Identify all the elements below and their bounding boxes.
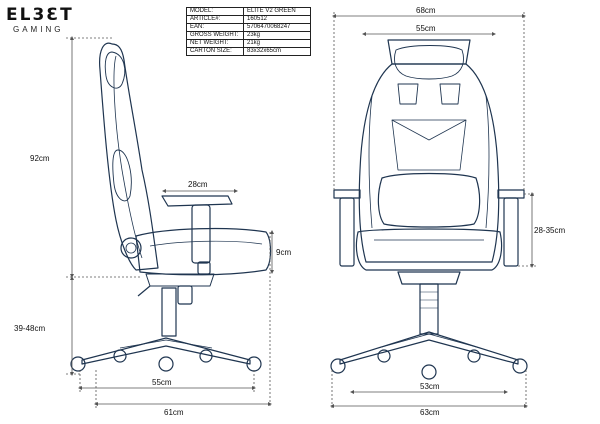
spec-value: 83x32x65cm [243, 47, 311, 56]
dim-cushion-height: 9cm [276, 248, 292, 257]
spec-row-carton-size: CARTON SIZE:83x32x65cm [186, 47, 311, 56]
front-harness-slot [397, 83, 419, 105]
dim-base-depth: 55cm [152, 378, 172, 387]
front-caster [421, 364, 437, 380]
dim-seat-height: 39-48cm [14, 324, 46, 333]
dim-base-width: 63cm [420, 408, 440, 417]
front-view-chair [330, 39, 528, 380]
side-headrest-pillow [104, 51, 126, 89]
side-recline-knob [120, 237, 142, 259]
dim-armrest-height: 28-35cm [534, 226, 566, 235]
side-caster [113, 349, 127, 363]
dim-front-total-width: 68cm [416, 6, 436, 15]
side-lumbar-cushion [112, 149, 132, 202]
brand-logo: EL3ƐT [6, 5, 74, 25]
side-tilt-mechanism [145, 273, 215, 287]
side-gas-lift [161, 287, 177, 337]
side-dimension-lines [66, 36, 274, 408]
front-backrest [358, 63, 500, 263]
brand-subtitle: GAMING [13, 25, 64, 34]
side-view-chair [70, 42, 272, 372]
side-caster [158, 356, 174, 372]
side-armrest-pad [161, 195, 233, 207]
front-armrest-pad-right [497, 189, 525, 199]
front-seat [355, 228, 503, 271]
front-caster [330, 358, 346, 374]
front-lumbar-cushion [377, 172, 481, 228]
front-caster [467, 349, 481, 363]
side-backrest-inner [113, 55, 143, 259]
side-caster [199, 349, 213, 363]
front-gas-lift [419, 283, 439, 335]
dim-total-depth: 61cm [164, 408, 184, 417]
front-armrest-post-right [503, 197, 519, 267]
spec-table: MODEL:ELITE V2 GREEN ARTICLE#:160512 EAN… [186, 7, 311, 56]
front-caster [377, 349, 391, 363]
front-harness-slot [439, 83, 461, 105]
side-armrest-post [191, 204, 211, 264]
front-armrest-post-left [339, 197, 355, 267]
dim-back-width: 55cm [416, 24, 436, 33]
front-backrest-top [387, 39, 471, 65]
side-base [81, 337, 251, 365]
dim-side-height: 92cm [30, 154, 50, 163]
dim-seat-depth: 28cm [188, 180, 208, 189]
front-headrest-pillow [394, 45, 464, 80]
side-backrest [99, 42, 159, 271]
front-base [339, 331, 519, 365]
front-tilt-mechanism [397, 271, 461, 285]
front-armrest-pad-left [333, 189, 361, 199]
front-caster [512, 358, 528, 374]
dim-seat-width: 53cm [420, 382, 440, 391]
front-dimension-lines [330, 12, 536, 410]
